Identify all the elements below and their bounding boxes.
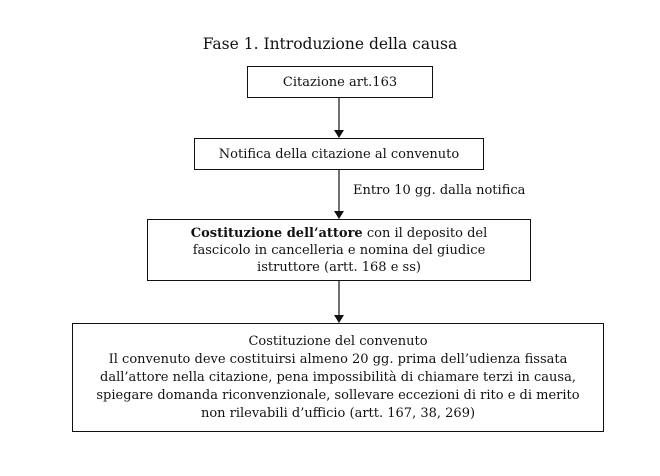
- step-box-costituzione-attore: Costituzione dell’attore con il deposito…: [147, 219, 531, 281]
- step-box-citazione: Citazione art.163: [247, 66, 433, 98]
- step-label: Citazione art.163: [282, 74, 398, 90]
- diagram-title: Fase 1. Introduzione della causa: [202, 35, 458, 53]
- step-line: dall’attore nella citazione, pena imposs…: [100, 369, 576, 385]
- step-label-rest: con il deposito del: [362, 225, 488, 241]
- step-box-notifica: Notifica della citazione al convenuto: [194, 138, 484, 170]
- step-line: istruttore (artt. 168 e ss): [257, 259, 421, 275]
- step-line: fascicolo in cancelleria e nomina del gi…: [192, 242, 486, 258]
- step-label-bold: Costituzione dell’attore: [190, 225, 363, 241]
- step-line: spiegare domanda riconvenzionale, sollev…: [96, 387, 580, 403]
- step-line: non rilevabili d’ufficio (artt. 167, 38,…: [200, 405, 476, 421]
- step-line: Costituzione dell’attore con il deposito…: [191, 225, 488, 242]
- step-label: Notifica della citazione al convenuto: [218, 146, 460, 162]
- step-line: Il convenuto deve costituirsi almeno 20 …: [108, 351, 568, 367]
- step-heading: Costituzione del convenuto: [248, 333, 428, 349]
- notification-deadline-label: Entro 10 gg. dalla notifica: [353, 183, 526, 198]
- step-box-costituzione-convenuto: Costituzione del convenuto Il convenuto …: [72, 323, 604, 432]
